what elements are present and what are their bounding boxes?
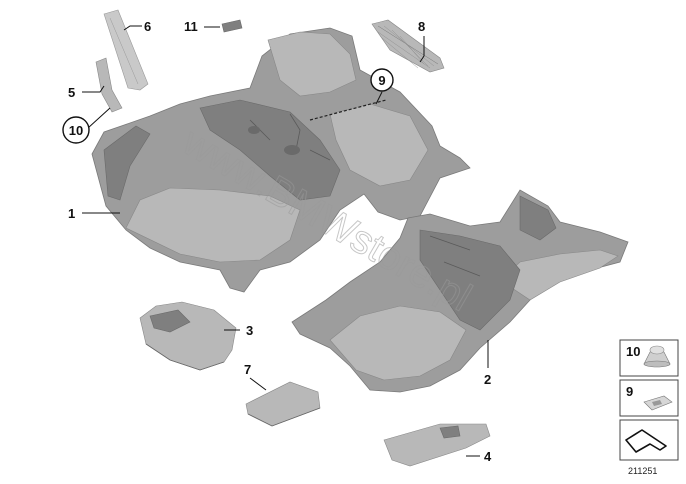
part-number-3: 3 bbox=[246, 323, 253, 338]
leader-lines bbox=[82, 25, 489, 457]
part-4-shape[interactable] bbox=[383, 423, 491, 467]
part-number-1: 1 bbox=[68, 206, 75, 221]
legend-label-10: 10 bbox=[626, 344, 640, 359]
part-1-shape[interactable] bbox=[91, 27, 471, 293]
arrow-symbol-icon bbox=[625, 429, 667, 453]
legend-box-10[interactable]: 10 bbox=[619, 339, 679, 377]
part-number-8: 8 bbox=[418, 19, 425, 34]
legend-box-9[interactable]: 9 bbox=[619, 379, 679, 417]
part-11-shape[interactable] bbox=[221, 19, 243, 33]
part-number-7: 7 bbox=[244, 362, 251, 377]
part-7-shape[interactable] bbox=[245, 381, 321, 427]
part-number-11: 11 bbox=[184, 19, 198, 34]
part-5-shape[interactable] bbox=[95, 57, 123, 113]
part-number-5: 5 bbox=[68, 85, 75, 100]
part-number-6: 6 bbox=[144, 19, 151, 34]
part-3-shape[interactable] bbox=[139, 301, 237, 371]
diagram-id: 211251 bbox=[628, 466, 657, 476]
part-6-shape[interactable] bbox=[103, 9, 149, 91]
part-number-4: 4 bbox=[484, 449, 492, 464]
callout-9: 9 bbox=[370, 68, 394, 92]
nut-icon bbox=[643, 345, 671, 368]
part-number-10: 10 bbox=[69, 123, 83, 138]
clip-icon bbox=[643, 395, 673, 411]
legend-label-9: 9 bbox=[626, 384, 633, 399]
legend-box-symbol[interactable] bbox=[619, 419, 679, 461]
part-number-2: 2 bbox=[484, 372, 491, 387]
part-number-9: 9 bbox=[378, 73, 385, 88]
part-2-shape[interactable] bbox=[291, 189, 629, 393]
callout-10: 10 bbox=[62, 116, 90, 144]
part-8-shape[interactable] bbox=[371, 19, 445, 73]
